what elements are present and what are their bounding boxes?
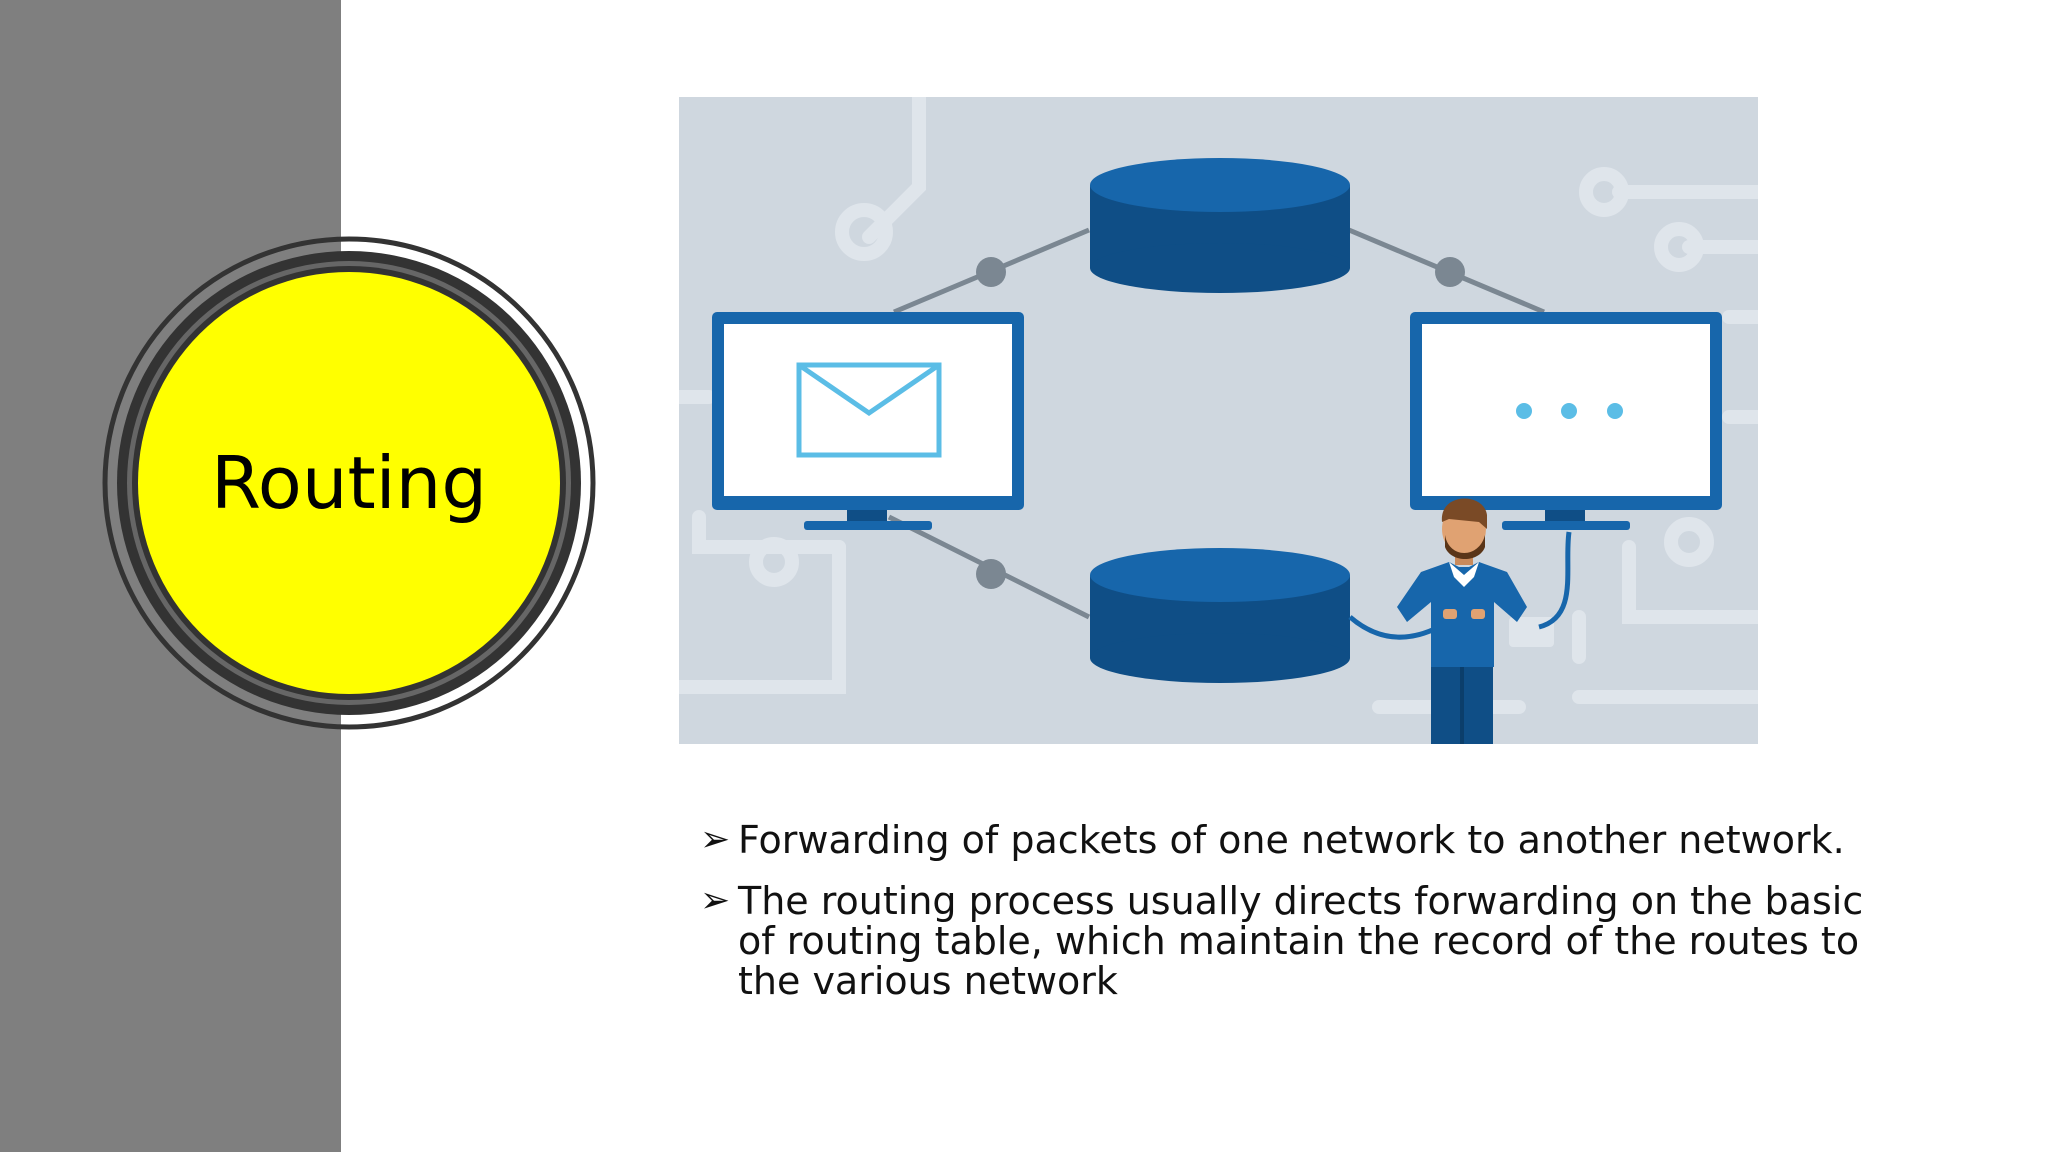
- title-circle: [102, 236, 596, 730]
- database-icon: [1090, 548, 1350, 683]
- bullet-arrow-icon: ➢: [700, 819, 731, 860]
- bullet-arrow-icon: ➢: [700, 880, 731, 921]
- bullet-item: ➢ Forwarding of packets of one network t…: [700, 818, 1880, 862]
- monitor-icon: [1410, 312, 1722, 530]
- bullet-text: Forwarding of packets of one network to …: [738, 818, 1845, 862]
- person-icon: [1397, 498, 1527, 744]
- bullet-text: The routing process usually directs forw…: [738, 879, 1864, 1003]
- ellipsis-icon: [1516, 403, 1623, 419]
- title-badge: Routing: [102, 236, 596, 730]
- bullet-item: ➢ The routing process usually directs fo…: [700, 879, 1880, 1003]
- cables: [1348, 531, 1572, 640]
- link-nodes: [976, 257, 1465, 589]
- envelope-icon: [796, 362, 942, 458]
- circuit-decoration: [679, 97, 1758, 714]
- database-icon: [1090, 158, 1350, 293]
- slide-title: Routing: [210, 441, 488, 525]
- bullet-list: ➢ Forwarding of packets of one network t…: [700, 820, 1880, 1022]
- monitor-icon: [712, 312, 1024, 530]
- routing-illustration: [679, 97, 1758, 744]
